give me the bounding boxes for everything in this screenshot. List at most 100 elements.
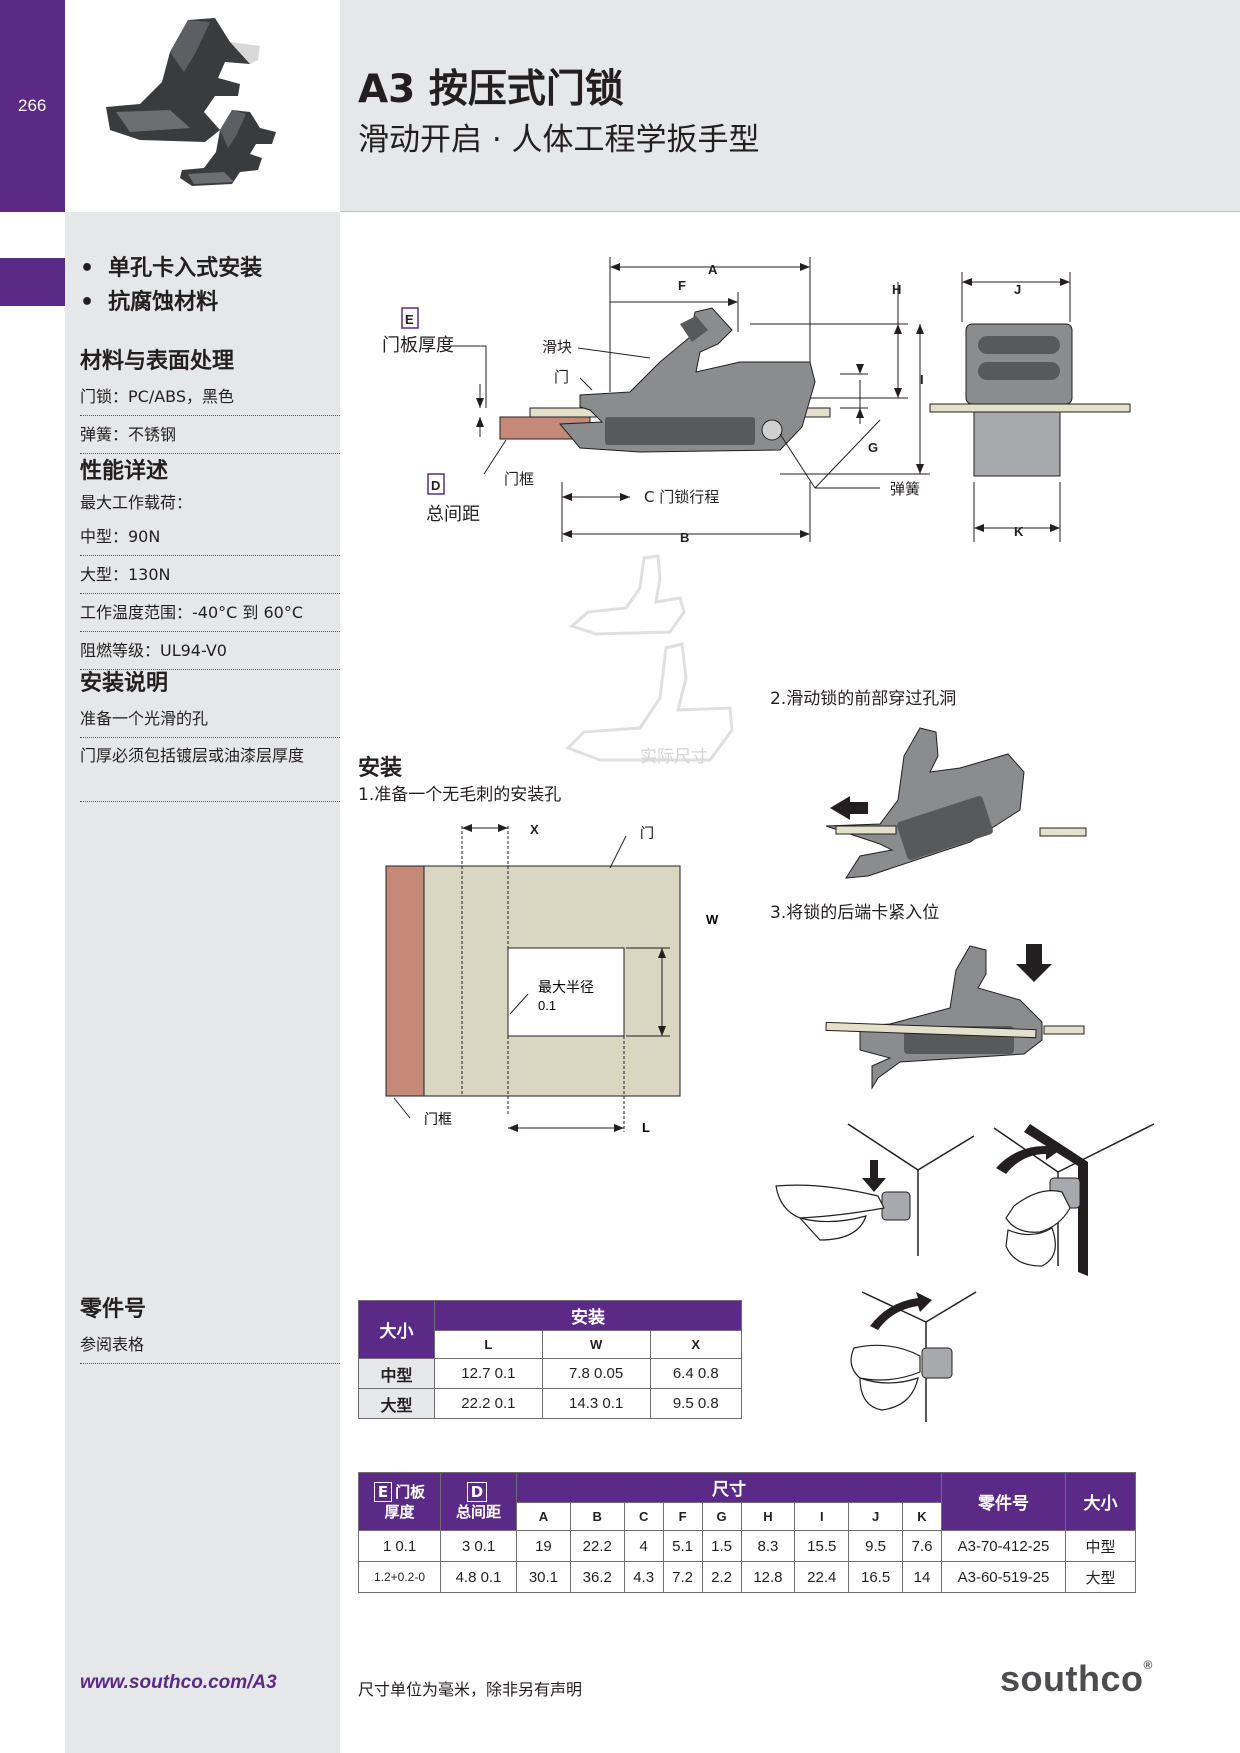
- dims-cell: 30.1: [516, 1561, 571, 1593]
- dims-cell-size: 大型: [1065, 1561, 1136, 1593]
- table-row: 中型 12.7 0.1 7.8 0.05 6.4 0.8: [358, 1358, 742, 1389]
- dim-x-label: X: [530, 822, 539, 837]
- dims-col-d: D 总间距: [440, 1472, 517, 1531]
- materials-section: 材料与表面处理 门锁：PC/ABS，黑色 弹簧：不锈钢: [80, 346, 340, 454]
- door-thickness-label: 门板厚度: [382, 335, 454, 356]
- feature-item: 抗腐蚀材料: [80, 286, 262, 320]
- install-sub-l: L: [434, 1330, 543, 1359]
- dims-cell: 5.1: [662, 1530, 703, 1562]
- door-label: 门: [554, 368, 569, 386]
- part-number-heading: 零件号: [80, 1297, 147, 1322]
- part-number-note: 参阅表格: [80, 1326, 340, 1364]
- dims-sub-header: C: [623, 1502, 664, 1531]
- install-step-2: 2.滑动锁的前部穿过孔洞: [770, 689, 957, 709]
- installation-heading: 安装: [358, 756, 403, 781]
- install-cell: 9.5 0.8: [649, 1388, 742, 1419]
- dims-cell: 1.5: [701, 1530, 742, 1562]
- dims-cell-e: 1.2+0.2-0: [358, 1561, 441, 1593]
- install-notes-heading: 安装说明: [80, 671, 169, 696]
- cutout-frame-label: 门框: [424, 1112, 452, 1128]
- actual-size-outline: 实际尺寸: [565, 554, 734, 767]
- dims-col-part: 零件号: [941, 1472, 1066, 1531]
- dim-f-label: F: [678, 278, 686, 293]
- dim-b-label: B: [680, 530, 689, 545]
- dims-cell: 7.2: [662, 1561, 703, 1593]
- install-col-size: 大小: [358, 1300, 435, 1359]
- dims-sub-header: B: [569, 1502, 625, 1531]
- dims-cell-d: 4.8 0.1: [440, 1561, 517, 1593]
- materials-row: 门锁：PC/ABS，黑色: [80, 378, 340, 416]
- dims-col-e-box: E: [373, 1481, 393, 1502]
- dims-cell: 2.2: [701, 1561, 742, 1593]
- dims-sub-header: H: [740, 1502, 796, 1531]
- latch-large-image: [106, 18, 260, 142]
- dims-cell: 15.5: [794, 1530, 850, 1562]
- dims-cell-e: 1 0.1: [358, 1530, 441, 1562]
- frame-label: 门框: [504, 470, 534, 488]
- logo-text: southco: [1000, 1658, 1144, 1699]
- performance-row: 中型：90N: [80, 518, 340, 556]
- latch-medium-image: [180, 110, 276, 186]
- feature-list: 单孔卡入式安装 抗腐蚀材料: [80, 252, 262, 320]
- dims-sub-header: F: [662, 1502, 703, 1531]
- install-notes-row: 准备一个光滑的孔: [80, 700, 340, 738]
- dim-j-label: J: [1014, 282, 1021, 297]
- dims-col-header: 尺寸: [516, 1472, 942, 1503]
- dims-col-e-text1: 门板: [395, 1482, 426, 1501]
- dims-sub-header: J: [848, 1502, 903, 1531]
- footer-url-link[interactable]: www.southco.com/A3: [80, 1672, 277, 1693]
- total-gap-label: 总间距: [426, 504, 480, 525]
- logo-registered-mark: ®: [1143, 1658, 1153, 1672]
- dims-sub-header: A: [516, 1502, 571, 1531]
- install-step-1: 1.准备一个无毛刺的安装孔: [358, 785, 562, 805]
- install-cell: 14.3 0.1: [541, 1388, 651, 1419]
- dims-cell: 9.5: [848, 1530, 903, 1562]
- install-row-size: 大型: [358, 1388, 435, 1419]
- cutout-radius-value: 0.1: [538, 998, 556, 1013]
- install-cell: 22.2 0.1: [434, 1388, 543, 1419]
- dims-cell: 22.4: [794, 1561, 850, 1593]
- dims-cell: 7.6: [902, 1530, 942, 1562]
- spring-label: 弹簧: [890, 480, 920, 498]
- install-notes-section: 安装说明 准备一个光滑的孔 门厚必须包括镀层或油漆层厚度: [80, 668, 340, 802]
- dimension-diagram: E D 门板厚度 总间距 滑块 门 门框 弹簧 C 门锁行程 A F B H I…: [382, 257, 1131, 545]
- install-cell: 6.4 0.8: [649, 1358, 742, 1389]
- dims-cell-part: A3-70-412-25: [941, 1530, 1066, 1562]
- dims-cell: 4: [623, 1530, 664, 1562]
- dim-l-label: L: [642, 1120, 650, 1135]
- dims-cell: 19: [516, 1530, 571, 1562]
- dims-col-d-text: 总间距: [455, 1502, 501, 1521]
- step-2-illustration: [825, 727, 1087, 879]
- performance-row: 阻燃等级：UL94-V0: [80, 632, 340, 670]
- dim-g-label: G: [868, 440, 878, 455]
- dim-a-label: A: [708, 262, 718, 277]
- cutout-door-label: 门: [640, 826, 654, 842]
- performance-row: 大型：130N: [80, 556, 340, 594]
- page-tab: [0, 0, 65, 212]
- table-row: 大型 22.2 0.1 14.3 0.1 9.5 0.8: [358, 1388, 742, 1419]
- page-title: A3 按压式门锁: [358, 67, 624, 112]
- box-d-label: D: [431, 478, 440, 493]
- southco-logo: southco®: [1000, 1658, 1153, 1700]
- slider-label: 滑块: [542, 338, 572, 356]
- install-sub-w: W: [541, 1330, 651, 1359]
- dims-sub-header: I: [794, 1502, 850, 1531]
- page-number: 266: [18, 96, 47, 115]
- dims-sub-header: G: [701, 1502, 742, 1531]
- part-number-section: 零件号 参阅表格: [80, 1294, 340, 1364]
- dims-cell: 22.2: [569, 1530, 625, 1562]
- dim-h-label: H: [892, 282, 901, 297]
- dims-col-d-box: D: [466, 1481, 488, 1502]
- header-band: [340, 0, 1240, 212]
- header-rule: [340, 211, 1240, 212]
- dim-w-label: W: [706, 912, 719, 927]
- footer-note: 尺寸单位为毫米，除非另有声明: [358, 1680, 583, 1699]
- install-row-size: 中型: [358, 1358, 435, 1389]
- dims-cell: 4.3: [623, 1561, 664, 1593]
- dims-cell: 12.8: [740, 1561, 796, 1593]
- dims-cell-part: A3-60-519-25: [941, 1561, 1066, 1593]
- install-cell: 12.7 0.1: [434, 1358, 543, 1389]
- performance-section: 性能详述 最大工作载荷： 中型：90N 大型：130N 工作温度范围：-40°C…: [80, 456, 340, 670]
- sidebar: [65, 212, 340, 1753]
